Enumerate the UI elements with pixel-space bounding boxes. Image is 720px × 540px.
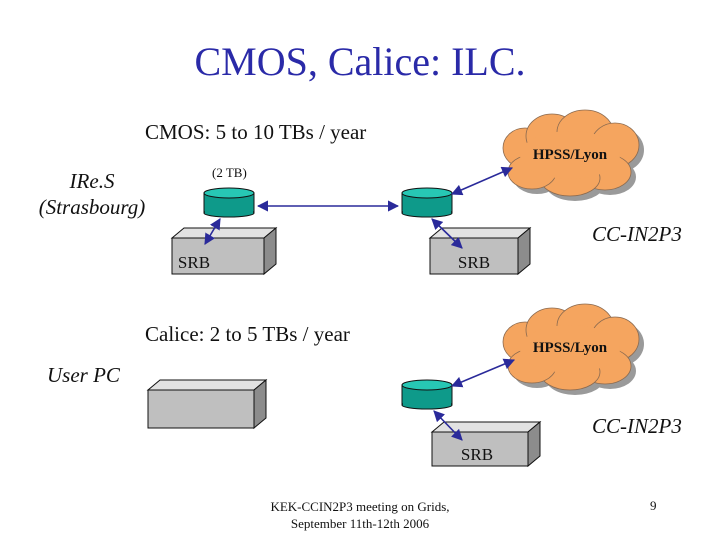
page-number: 9 [650, 498, 657, 513]
ires-location: (Strasbourg) [38, 195, 146, 219]
disk-hpss-arrow-top [450, 166, 514, 196]
calice-label: Calice: 2 to 5 TBs / year [145, 322, 350, 346]
disk-hpss-arrow-bottom [450, 358, 516, 388]
footer: KEK-CCIN2P3 meeting on Grids, September … [240, 498, 480, 532]
disk-icon-lyon-bottom [401, 379, 453, 410]
footer-line-1: KEK-CCIN2P3 meeting on Grids, [270, 499, 450, 514]
disk-srb-arrow-strasbourg [204, 218, 221, 245]
ccin2p3-label-top: CC-IN2P3 [592, 222, 682, 246]
ires-name: IRe.S [69, 169, 115, 193]
hpss-label-top: HPSS/Lyon [533, 147, 608, 163]
disk-srb-arrow-lyon-top [431, 218, 463, 249]
ccin2p3-label-bottom: CC-IN2P3 [592, 414, 682, 438]
ires-site-label: IRe.S (Strasbourg) [22, 168, 162, 220]
footer-line-2: September 11th-12th 2006 [290, 516, 430, 531]
hpss-label-bottom: HPSS/Lyon [533, 340, 608, 356]
srb-label-lyon-top: SRB [458, 253, 490, 272]
disk-icon-strasbourg [203, 187, 255, 218]
hpss-cloud-bottom: HPSS/Lyon [502, 303, 644, 395]
user-pc-server [146, 378, 268, 430]
user-pc-label: User PC [47, 363, 120, 387]
srb-label-lyon-bottom: SRB [461, 445, 493, 464]
slide-title: CMOS, Calice: ILC. [194, 39, 526, 84]
disk-icon-lyon-top [401, 187, 453, 218]
cmos-label: CMOS: 5 to 10 TBs / year [145, 120, 367, 144]
disk-srb-arrow-lyon-bottom [433, 410, 463, 441]
srb-label-strasbourg: SRB [178, 253, 210, 272]
tb-note: (2 TB) [212, 165, 247, 180]
hpss-cloud-top: HPSS/Lyon [502, 109, 644, 201]
srb-server-strasbourg [170, 226, 278, 276]
